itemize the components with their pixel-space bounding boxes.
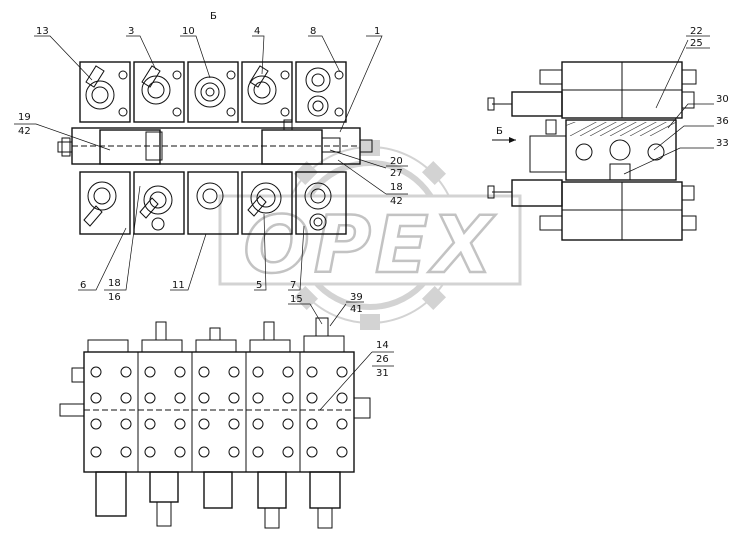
section-arrow-label: Б (496, 126, 503, 137)
callout-6: 6 (80, 280, 86, 291)
callout-16: 16 (108, 292, 121, 303)
view-label: Б (210, 11, 217, 22)
callout-1: 1 (374, 26, 380, 37)
callout-3: 3 (128, 26, 134, 37)
callout-18-bottom: 18 (108, 278, 121, 289)
section-arrow: Б (492, 126, 516, 143)
callout-5: 5 (256, 280, 262, 291)
upper-sections (79, 61, 347, 123)
callout-30: 30 (716, 94, 729, 105)
callout-20: 20 (390, 156, 403, 167)
callout-11: 11 (172, 280, 185, 291)
callout-4: 4 (254, 26, 260, 37)
callout-10: 10 (182, 26, 195, 37)
callouts: 13 3 10 4 8 1 22 25 30 36 33 19 42 20 27… (14, 26, 729, 411)
callout-42-left: 42 (18, 126, 31, 137)
callout-7: 7 (290, 280, 296, 291)
callout-41: 41 (350, 304, 363, 315)
callout-36: 36 (716, 116, 729, 127)
callout-26: 26 (376, 354, 389, 365)
callout-42-mid: 42 (390, 196, 403, 207)
watermark-text: OPEX (244, 201, 497, 291)
callout-18-mid: 18 (390, 182, 403, 193)
callout-33: 33 (716, 138, 729, 149)
callout-22: 22 (690, 26, 703, 37)
gear-teeth (275, 140, 465, 330)
callout-13: 13 (36, 26, 49, 37)
callout-15: 15 (290, 294, 303, 305)
watermark: OPEX (218, 140, 522, 330)
callout-14: 14 (376, 340, 389, 351)
lower-sections (79, 171, 347, 235)
front-bolts (90, 366, 348, 458)
callout-31: 31 (376, 368, 389, 379)
callout-8: 8 (310, 26, 316, 37)
callout-25: 25 (690, 38, 703, 49)
callout-19: 19 (18, 112, 31, 123)
callout-39: 39 (350, 292, 363, 303)
front-view-assembly (59, 317, 371, 529)
callout-27: 27 (390, 168, 403, 179)
top-view-assembly (57, 61, 373, 235)
